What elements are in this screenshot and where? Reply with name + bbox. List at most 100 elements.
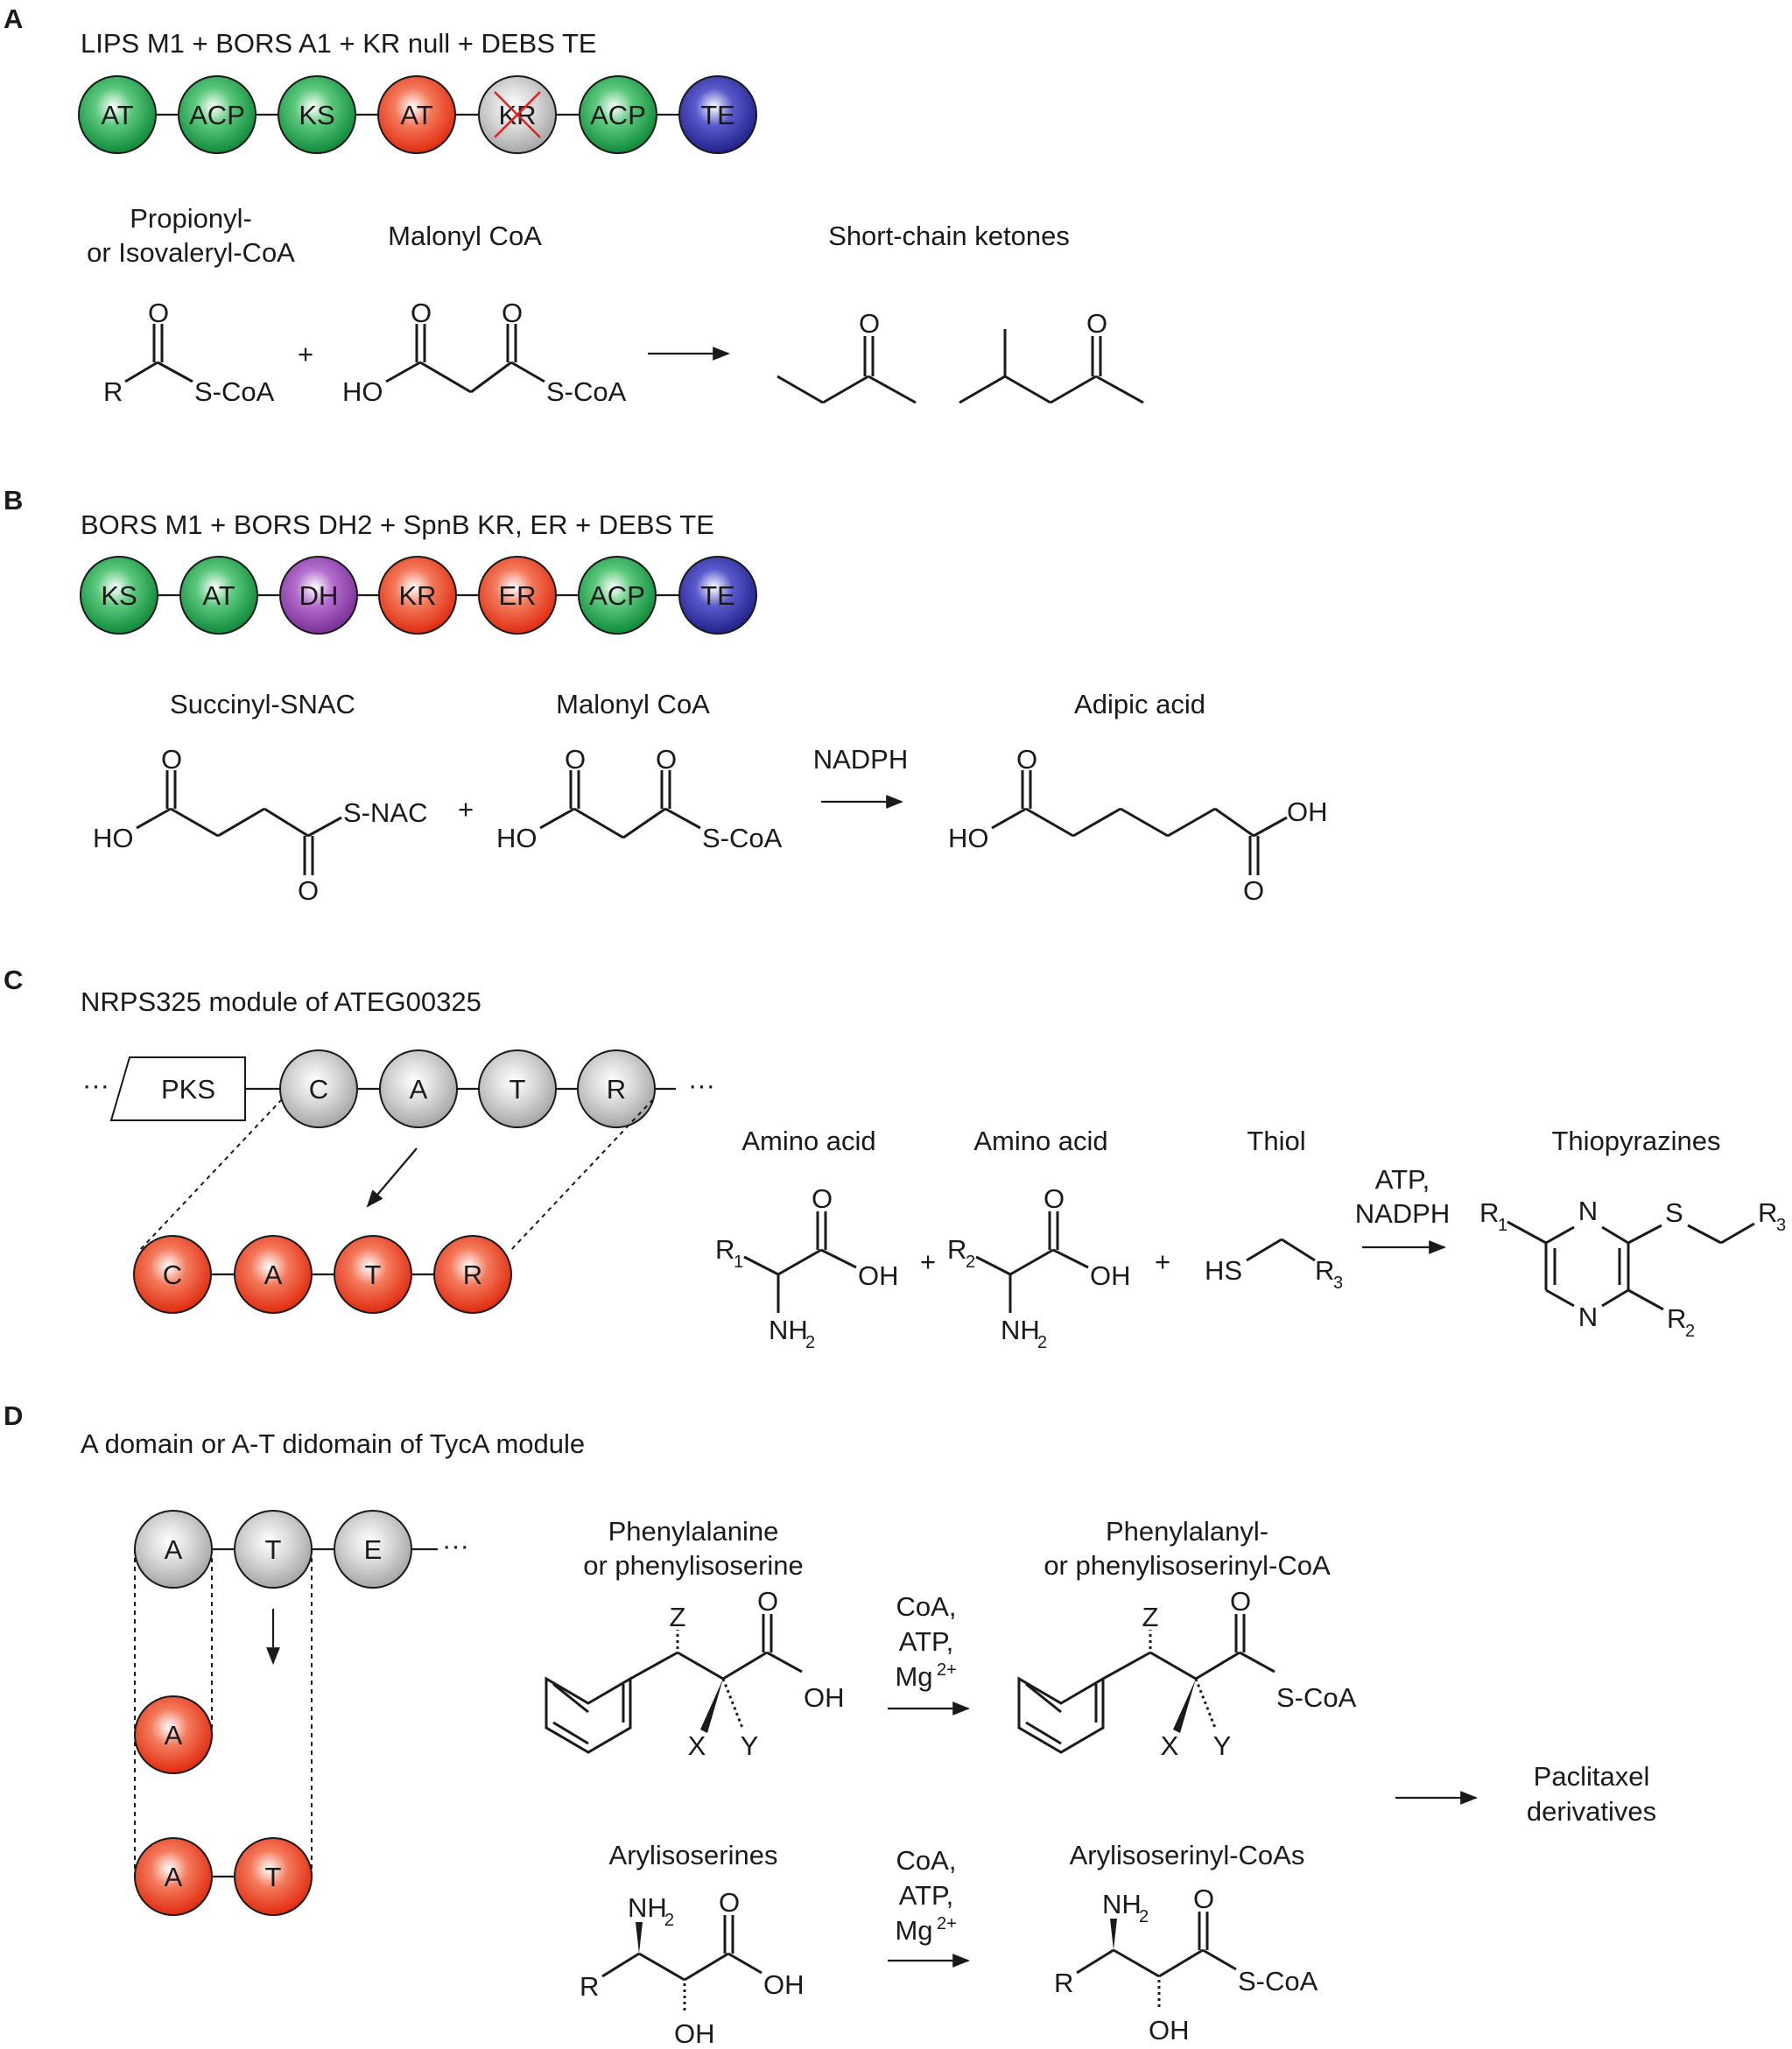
svg-text:KR: KR (398, 580, 436, 611)
svg-text:2: 2 (966, 1253, 975, 1272)
domain-a: A (379, 1049, 458, 1128)
excision-arrow (366, 1147, 418, 1208)
svg-text:AT: AT (101, 100, 133, 130)
plus-sign-1: + (920, 1246, 936, 1277)
acyl-coa-structure: R O S-CoA (103, 298, 275, 407)
svg-text:S-CoA: S-CoA (702, 823, 783, 853)
domain-acp-2: ACP (579, 75, 657, 154)
nrps-module-top: ··· PKS C A T R ··· (82, 1049, 715, 1128)
product2-label: Arylisoserinyl-CoAs (1070, 1840, 1305, 1870)
product1-line1: Phenylalanyl- (1106, 1516, 1268, 1547)
svg-text:O: O (1193, 1884, 1214, 1914)
svg-text:HO: HO (496, 823, 538, 853)
conditions1-line3: Mg (895, 1661, 932, 1692)
svg-text:A: A (264, 1260, 283, 1290)
domain-t: T (234, 1510, 313, 1589)
mg-charge: 2+ (937, 1660, 957, 1680)
svg-text:T: T (265, 1862, 282, 1892)
svg-text:A: A (165, 1534, 183, 1565)
svg-text:HO: HO (342, 376, 383, 407)
panel-d: D A domain or A-T didomain of TycA modul… (4, 1400, 1656, 2049)
domain-r: R (433, 1235, 512, 1314)
panel-title: BORS M1 + BORS DH2 + SpnB KR, ER + DEBS … (81, 509, 714, 540)
svg-text:C: C (163, 1260, 182, 1290)
domain-at: AT (78, 75, 157, 154)
svg-text:KS: KS (299, 100, 334, 130)
svg-text:X: X (1161, 1730, 1179, 1761)
svg-text:···: ··· (688, 1070, 715, 1100)
svg-text:R: R (580, 1971, 599, 2002)
svg-text:O: O (1086, 308, 1107, 339)
svg-text:OH: OH (1090, 1260, 1131, 1291)
svg-text:O: O (719, 1887, 740, 1918)
conditions2-line2: ATP, (899, 1880, 954, 1911)
svg-text:2: 2 (1685, 1322, 1695, 1341)
module-diagram: AT ACP KS AT KR ACP TE (78, 75, 757, 154)
substrate2-label: Arylisoserines (609, 1840, 778, 1870)
butanone-structure: O (777, 308, 917, 404)
amino-acid-1-structure: R 1 NH 2 O OH (715, 1183, 899, 1352)
svg-text:X: X (688, 1730, 706, 1761)
domain-c: C (133, 1235, 212, 1314)
substrate1-line1: Phenylalanine (608, 1516, 779, 1547)
svg-text:O: O (812, 1183, 833, 1214)
svg-text:Y: Y (741, 1730, 759, 1761)
at-didomain: A T (134, 1837, 313, 1916)
svg-text:O: O (1016, 744, 1037, 775)
domain-c: C (279, 1049, 358, 1128)
adipic-acid-structure: HO O O OH (948, 744, 1328, 906)
amino-acid-1-label: Amino acid (741, 1126, 875, 1156)
svg-text:ACP: ACP (590, 100, 646, 130)
svg-text:OH: OH (1149, 2015, 1190, 2045)
panel-title: LIPS M1 + BORS A1 + KR null + DEBS TE (81, 28, 597, 59)
svg-text:O: O (565, 744, 586, 775)
svg-text:ER: ER (498, 580, 536, 611)
domain-kr-null: KR (478, 75, 557, 154)
svg-text:A: A (410, 1074, 428, 1105)
domain-dh: DH (279, 556, 358, 635)
mg-charge: 2+ (937, 1914, 957, 1933)
svg-text:2: 2 (805, 1333, 815, 1352)
panel-letter: B (4, 485, 23, 516)
panel-a: A LIPS M1 + BORS A1 + KR null + DEBS TE … (4, 4, 1144, 407)
svg-text:O: O (1230, 1586, 1251, 1617)
arylisoserine-structure: R NH 2 OH O OH (580, 1887, 805, 2049)
domain-e: E (334, 1510, 412, 1589)
svg-text:S-CoA: S-CoA (194, 376, 275, 407)
domain-ks: KS (80, 556, 158, 635)
svg-text:TE: TE (700, 100, 735, 130)
panel-letter: A (4, 4, 23, 34)
svg-text:T: T (509, 1074, 526, 1105)
amino-acid-2-label: Amino acid (973, 1126, 1107, 1156)
svg-text:HO: HO (948, 823, 989, 853)
svg-text:2: 2 (1037, 1333, 1047, 1352)
svg-text:HO: HO (93, 823, 134, 853)
thiol-label: Thiol (1247, 1126, 1305, 1156)
svg-text:O: O (161, 744, 182, 775)
svg-text:S-CoA: S-CoA (1276, 1682, 1357, 1713)
substrate2-label: Malonyl CoA (388, 221, 542, 251)
svg-text:ACP: ACP (189, 100, 245, 130)
module-diagram: KS AT DH KR ER ACP TE (80, 556, 757, 635)
product-label: Thiopyrazines (1552, 1126, 1721, 1156)
panel-letter: D (4, 1400, 23, 1431)
conditions1-line2: ATP, (899, 1626, 954, 1657)
svg-text:3: 3 (1333, 1274, 1343, 1293)
svg-text:R: R (1054, 1968, 1073, 1998)
svg-text:NH: NH (1102, 1889, 1142, 1919)
svg-text:R: R (1479, 1197, 1499, 1228)
nrps-module-bottom: C A T R (133, 1235, 512, 1314)
conditions-line1: ATP, (1375, 1164, 1430, 1195)
product1-line2: or phenylisoserinyl-CoA (1044, 1550, 1331, 1581)
panel-b: B BORS M1 + BORS DH2 + SpnB KR, ER + DEB… (4, 485, 1328, 906)
svg-text:AT: AT (400, 100, 432, 130)
domain-kr: KR (378, 556, 457, 635)
substrate1-line2: or Isovaleryl-CoA (87, 237, 295, 268)
succinyl-snac-structure: HO O O S-NAC (93, 744, 427, 906)
substrate2-label: Malonyl CoA (556, 689, 710, 719)
svg-text:S: S (1665, 1197, 1683, 1228)
domain-at: AT (179, 556, 258, 635)
conditions-line2: NADPH (1355, 1198, 1451, 1229)
svg-text:Z: Z (670, 1602, 686, 1632)
final-line2: derivatives (1527, 1796, 1656, 1827)
